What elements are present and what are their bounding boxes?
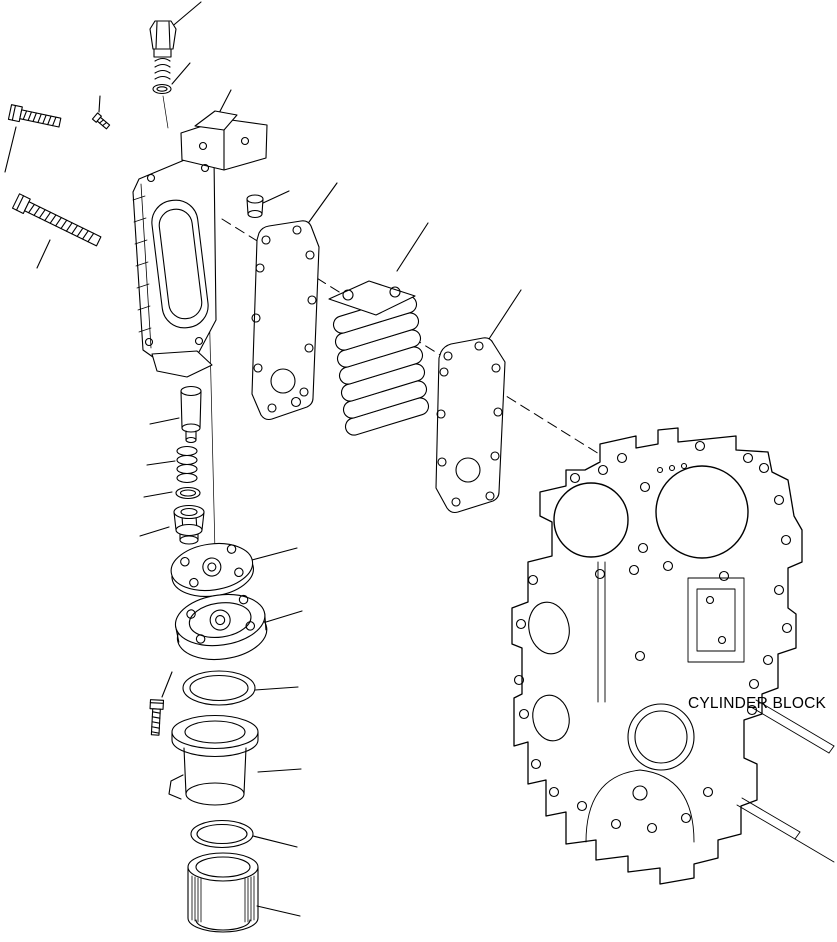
bypass-valve-assembly [174, 593, 268, 661]
plug-spring [154, 57, 171, 80]
o-ring-large [182, 670, 256, 706]
oil-cooler-housing [132, 110, 268, 378]
screw-small [91, 112, 111, 130]
leader-lines [4, 1, 522, 917]
valve-plunger [180, 385, 202, 444]
cylinder-block-label: CYLINDER BLOCK [688, 695, 827, 712]
block-side-studs [736, 699, 835, 863]
gasket-rear [435, 337, 506, 514]
relief-plug [149, 20, 177, 58]
cover-plate [170, 542, 254, 597]
oil-cooler-core [328, 280, 430, 436]
sleeve [187, 852, 259, 933]
valve-spring [176, 445, 198, 484]
gasket-front [251, 220, 320, 421]
o-ring-small [175, 486, 201, 500]
bolt-long-1 [7, 104, 62, 128]
housing-port-plug [246, 194, 264, 219]
bolt-small [149, 699, 165, 736]
bolt-long-2 [11, 193, 102, 247]
filter-cup [168, 714, 259, 806]
cylinder-block [511, 427, 835, 885]
o-ring-bottom [190, 819, 254, 849]
adapter-fitting [173, 504, 205, 545]
plug-washer [152, 83, 172, 95]
plug-axis-line [162, 95, 169, 129]
